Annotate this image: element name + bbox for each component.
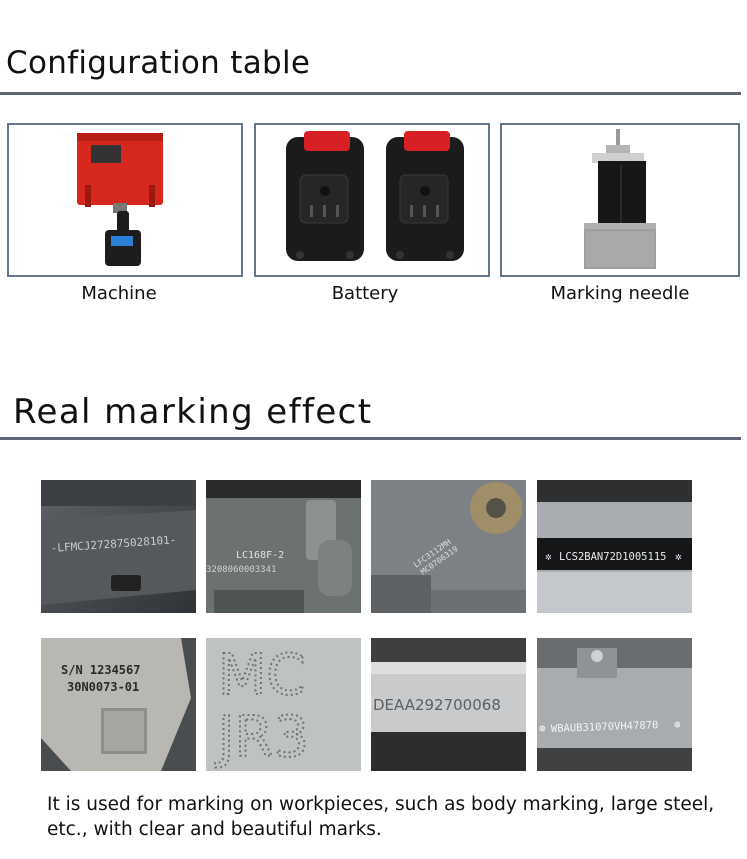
effect-title-divider bbox=[0, 437, 741, 440]
battery-photo bbox=[286, 131, 464, 261]
marking-text-5: S/N 1234567 bbox=[61, 663, 140, 677]
svg-text:⊛: ⊛ bbox=[674, 718, 681, 731]
svg-text:MC: MC bbox=[218, 643, 305, 708]
marking-photo-3: LFC3112MH MC0706319 bbox=[371, 480, 526, 613]
battery-image-frame bbox=[254, 123, 490, 277]
svg-text:✲: ✲ bbox=[545, 550, 552, 563]
svg-text:⊛: ⊛ bbox=[539, 722, 546, 735]
battery-label: Battery bbox=[331, 283, 399, 304]
svg-text:✲: ✲ bbox=[675, 550, 682, 563]
effect-caption: It is used for marking on workpieces, su… bbox=[47, 794, 715, 840]
marking-photo-5: S/N 1234567 30N0073-01 bbox=[41, 638, 196, 771]
needle-photo bbox=[584, 129, 656, 269]
marking-photo-6: MC JR3 bbox=[206, 638, 361, 771]
machine-photo bbox=[77, 133, 163, 266]
svg-text:JR3: JR3 bbox=[215, 705, 309, 770]
needle-image-frame bbox=[500, 123, 740, 277]
marking-text-8: WBAUB31070VH47870 bbox=[551, 719, 659, 735]
marking-text-6: 30N0073-01 bbox=[67, 680, 139, 694]
marking-text-2: LC168F-2 bbox=[236, 550, 284, 561]
config-title-divider bbox=[0, 92, 741, 95]
marking-text-7: DEAA292700068 bbox=[373, 696, 501, 714]
config-section-title: Configuration table bbox=[6, 45, 311, 81]
effect-section-title: Real marking effect bbox=[13, 392, 373, 432]
marking-photo-1: -LFMCJ27287S028101- bbox=[41, 480, 196, 613]
marking-text-4: LCS2BAN72D1005115 bbox=[559, 551, 666, 563]
marking-text-3: 3208060003341 bbox=[206, 565, 276, 575]
marking-photo-8: ⊛ WBAUB31070VH47870 ⊛ bbox=[537, 638, 692, 771]
machine-label: Machine bbox=[81, 283, 157, 304]
machine-image-frame bbox=[7, 123, 243, 277]
marking-photo-4: ✲ LCS2BAN72D1005115 ✲ bbox=[537, 480, 692, 613]
marking-photo-2: LC168F-2 3208060003341 bbox=[206, 480, 361, 613]
needle-label: Marking needle bbox=[550, 283, 690, 304]
marking-photo-7: DEAA292700068 bbox=[371, 638, 526, 771]
